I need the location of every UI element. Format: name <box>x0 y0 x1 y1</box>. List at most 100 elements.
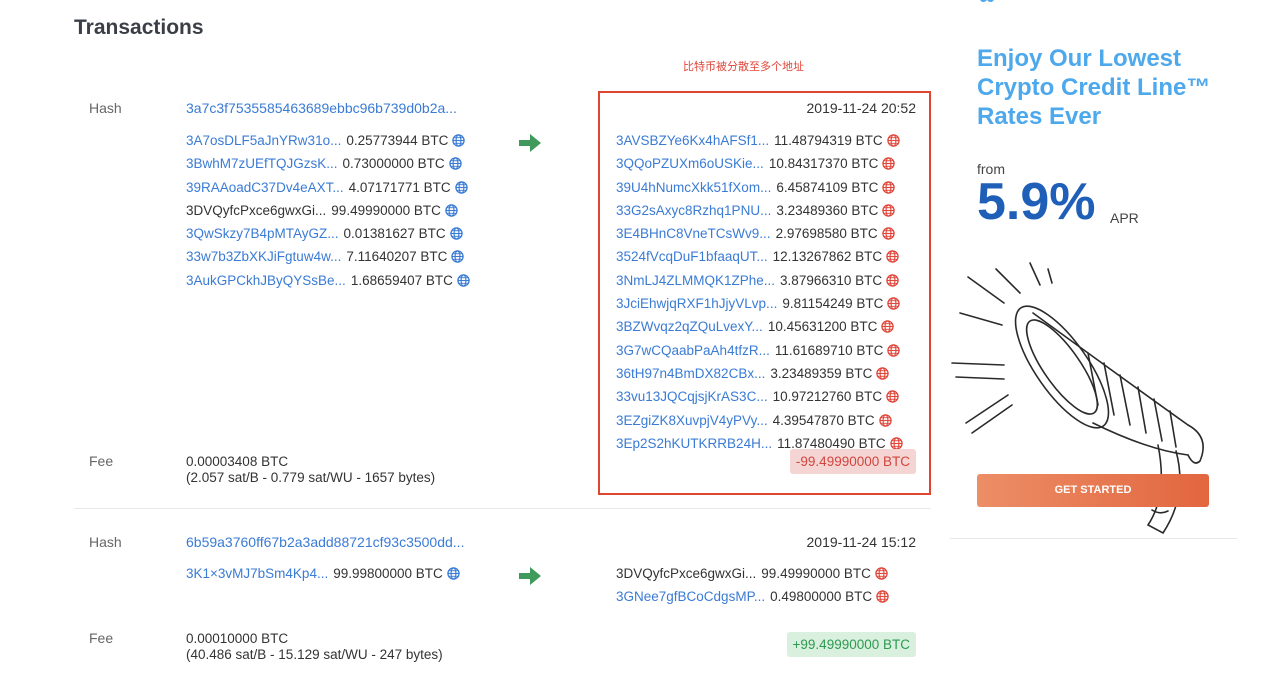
globe-icon[interactable] <box>882 155 896 176</box>
tx1-input-amount: 1.68659407 BTC <box>350 272 453 288</box>
globe-icon[interactable] <box>875 565 888 586</box>
tx2-input-address[interactable]: 3K1×3vMJ7bSm4Kp4... <box>186 566 329 581</box>
ad-logo-icon <box>977 0 997 2</box>
tx1-output-address[interactable]: 33G2sAxyc8Rzhq1PNU... <box>616 202 772 218</box>
tx1-fee-btc: 0.00003408 BTC <box>186 454 289 469</box>
tx1-output-amount: 3.87966310 BTC <box>780 272 883 288</box>
tx1-input-row: 3AukGPCkhJByQYSsBe...1.68659407 BTC <box>186 270 470 293</box>
tx1-output-amount: 6.45874109 BTC <box>776 179 879 195</box>
tx1-output-row: 3AVSBZYe6Kx4hAFSf1... 11.48794319 BTC <box>616 130 903 153</box>
globe-icon[interactable] <box>886 388 899 409</box>
tx1-input-row: 3A7osDLF5aJnYRw31o... 0.25773944 BTC <box>186 130 470 153</box>
globe-icon[interactable] <box>448 155 462 176</box>
tx1-input-address[interactable]: 3AukGPCkhJByQYSsBe... <box>186 272 346 288</box>
tx1-input-address[interactable]: 3BwhM7zUEfTQJGzsK... <box>186 156 338 172</box>
tx1-input-address: 3DVQyfcPxce6gwxGi... <box>186 202 327 218</box>
tx1-outputs-list: 3AVSBZYe6Kx4hAFSf1... 11.48794319 BTC 3QQo… <box>616 130 903 456</box>
tx1-input-amount: 0.01381627 BTC <box>343 226 446 242</box>
tx1-output-amount: 12.13267862 BTC <box>772 249 883 265</box>
arrow-right-icon <box>519 567 541 590</box>
tx1-output-amount: 4.39547870 BTC <box>772 412 875 428</box>
tx1-input-address[interactable]: 3QwSkzy7B4pMTAyGZ... <box>186 226 339 242</box>
tx2-fee-detail: (40.486 sat/B - 15.129 sat/WU - 247 byte… <box>186 647 443 662</box>
globe-icon[interactable] <box>449 225 463 246</box>
globe-icon[interactable] <box>876 365 890 386</box>
tx2-output-address: 3DVQyfcPxce6gwxGi... <box>616 566 757 581</box>
tx1-input-address[interactable]: 3A7osDLF5aJnYRw31o... <box>186 133 342 148</box>
tx2-output-amount: 99.49990000 BTC <box>761 566 871 581</box>
tx2-input-row: 3K1×3vMJ7bSm4Kp4...99.99800000 BTC <box>186 563 460 586</box>
tx1-output-amount: 11.87480490 BTC <box>777 435 886 451</box>
globe-icon[interactable] <box>447 565 460 586</box>
globe-icon[interactable] <box>454 179 468 200</box>
tx1-output-address[interactable]: 3NmLJ4ZLMMQK1ZPhe... <box>616 272 776 288</box>
tx1-output-amount: 2.97698580 BTC <box>775 226 878 242</box>
tx1-output-address[interactable]: 3G7wCQaabPaAh4tfzR... <box>616 342 770 358</box>
tx2-outputs-list: 3DVQyfcPxce6gwxGi... 99.49990000 BTC 3GNee… <box>616 563 889 610</box>
tx1-input-address[interactable]: 39RAAoadC37Dv4eAXT... <box>186 179 344 195</box>
globe-icon[interactable] <box>886 248 899 269</box>
globe-icon[interactable] <box>876 588 889 609</box>
globe-icon[interactable] <box>886 272 899 293</box>
ad-from-label: from <box>977 161 1005 177</box>
tx1-output-address[interactable]: 3E4BHnC8VneTCsWv9... <box>616 226 771 242</box>
tx1-output-row: 33vu13JQCqjsjKrAS3C...10.97212760 BTC <box>616 386 903 409</box>
tx2-output-row: 3GNee7gfBCoCdgsMP...0.49800000 BTC <box>616 586 889 609</box>
tx1-output-amount: 11.48794319 BTC <box>774 133 883 148</box>
ad-headline-line: Crypto Credit Line™ <box>977 74 1211 101</box>
ad-headline-line: Rates Ever <box>977 103 1102 130</box>
globe-icon[interactable] <box>445 202 458 223</box>
tx1-input-row: 33w7b3ZbXKJiFgtuw4w...7.11640207 BTC <box>186 246 470 269</box>
globe-icon[interactable] <box>886 132 900 153</box>
tx1-input-amount: 0.25773944 BTC <box>346 133 449 148</box>
tx1-output-address[interactable]: 3JciEhwjqRXF1hJjyVLvp... <box>616 296 778 312</box>
tx1-output-address[interactable]: 33vu13JQCqjsjKrAS3C... <box>616 389 768 405</box>
ad-headline-line: Enjoy Our Lowest <box>977 45 1182 72</box>
tx2-output-address[interactable]: 3GNee7gfBCoCdgsMP... <box>616 589 766 605</box>
tx-divider <box>74 508 931 509</box>
tx2-timestamp: 2019-11-24 15:12 <box>806 534 917 550</box>
globe-icon[interactable] <box>887 342 901 363</box>
megaphone-icon <box>948 255 1243 540</box>
tx1-input-row: 39RAAoadC37Dv4eAXT...4.07171771 BTC <box>186 177 470 200</box>
tx1-input-amount: 0.73000000 BTC <box>342 156 445 172</box>
tx1-output-row: 3Ep2S2hKUTKRRB24H...11.87480490 BTC <box>616 433 903 456</box>
globe-icon[interactable] <box>881 318 895 339</box>
tx1-output-address[interactable]: 3Ep2S2hKUTKRRB24H... <box>616 435 773 451</box>
tx2-hash-link[interactable]: 6b59a3760ff67b2a3add88721cf93c3500dd... <box>186 534 465 550</box>
tx1-fee-detail: (2.057 sat/B - 0.779 sat/WU - 1657 bytes… <box>186 470 436 485</box>
highlight-box <box>598 91 931 495</box>
ad-divider <box>950 538 1237 539</box>
tx1-output-row: 36tH97n4BmDX82CBx...3.23489359 BTC <box>616 363 903 386</box>
tx1-output-address[interactable]: 3BZWvqz2qZQuLvexY... <box>616 319 763 335</box>
tx1-output-address[interactable]: 3EZgiZK8XuvpjV4yPVy... <box>616 412 768 428</box>
tx1-net-badge: -99.49990000 BTC <box>789 449 916 474</box>
tx2-net-badge: +99.49990000 BTC <box>786 632 916 657</box>
tx1-output-address[interactable]: 3AVSBZYe6Kx4hAFSf1... <box>616 133 770 148</box>
get-started-button[interactable]: GET STARTED <box>977 474 1209 507</box>
globe-icon[interactable] <box>882 202 896 223</box>
tx1-output-amount: 3.23489359 BTC <box>770 365 873 381</box>
globe-icon[interactable] <box>451 248 465 269</box>
tx1-output-address[interactable]: 36tH97n4BmDX82CBx... <box>616 365 766 381</box>
globe-icon[interactable] <box>887 295 901 316</box>
globe-icon[interactable] <box>452 132 466 153</box>
tx1-hash-label: Hash <box>89 100 122 116</box>
globe-icon[interactable] <box>889 435 903 456</box>
tx1-input-address[interactable]: 33w7b3ZbXKJiFgtuw4w... <box>186 249 342 265</box>
tx1-output-address[interactable]: 39U4hNumcXkk51fXom... <box>616 179 772 195</box>
tx1-output-address[interactable]: 3QQoPZUXm6oUSKie... <box>616 156 764 172</box>
tx2-hash-label: Hash <box>89 534 122 550</box>
tx1-input-amount: 4.07171771 BTC <box>348 179 451 195</box>
tx1-input-row: 3BwhM7zUEfTQJGzsK...0.73000000 BTC <box>186 153 470 176</box>
globe-icon[interactable] <box>457 272 470 293</box>
tx1-output-amount: 3.23489360 BTC <box>776 202 879 218</box>
tx2-output-amount: 0.49800000 BTC <box>770 589 873 605</box>
globe-icon[interactable] <box>881 225 895 246</box>
tx1-output-address[interactable]: 3524fVcqDuF1bfaaqUT... <box>616 249 768 265</box>
tx1-output-amount: 11.61689710 BTC <box>774 342 884 358</box>
globe-icon[interactable] <box>882 179 896 200</box>
tx1-hash-link[interactable]: 3a7c3f7535585463689ebbc96b739d0b2a... <box>186 100 457 116</box>
tx1-output-row: 3524fVcqDuF1bfaaqUT...12.13267862 BTC <box>616 246 903 269</box>
globe-icon[interactable] <box>878 412 892 433</box>
